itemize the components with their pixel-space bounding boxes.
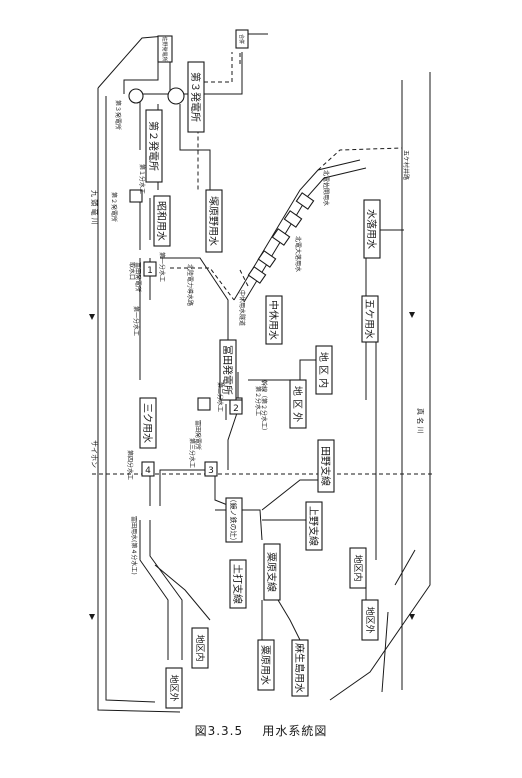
box-awara-yosui: 粟原用水 [257, 639, 275, 691]
box-area-inner-right: 地区内 [349, 547, 367, 589]
river-left-label: 九 頭 竜 川 [90, 190, 99, 225]
svg-text:第２分水工: 第２分水工 [254, 386, 262, 416]
gate-1: 1 [143, 261, 157, 277]
svg-text:第３発電所: 第３発電所 [189, 72, 202, 122]
svg-text:中休用水: 中休用水 [267, 300, 280, 340]
svg-text:北電佐開用水: 北電佐開用水 [322, 170, 330, 206]
svg-text:第一分水工: 第一分水工 [158, 252, 166, 282]
svg-text:第３発電所: 第３発電所 [114, 100, 122, 130]
box-area-outer-left: 地区外 [165, 667, 183, 709]
svg-text:水落用水: 水落用水 [365, 209, 377, 249]
box-awara-branch: 粟原支線 [263, 543, 281, 601]
svg-text:第四分水工: 第四分水工 [126, 450, 134, 480]
box-tomita-plant: 冨田発電所 [219, 339, 237, 401]
intake-gate-right [167, 87, 185, 105]
main-channels [123, 52, 404, 660]
figure-title: 用水系統図 [262, 724, 328, 738]
svg-text:五ケ用水: 五ケ用水 [363, 299, 375, 339]
svg-text:五ケ村井路: 五ケ村井路 [402, 150, 410, 180]
box-showa: 昭和用水 [153, 195, 171, 247]
intake-gate-left [128, 88, 144, 104]
box-tano: 田野支線 [317, 439, 335, 493]
river-banks [97, 33, 431, 713]
svg-text:北陸電力導水路: 北陸電力導水路 [186, 264, 194, 306]
svg-text:合併: 合併 [238, 34, 245, 44]
svg-text:幹線（第２分水工）: 幹線（第２分水工） [260, 380, 268, 434]
top-tag-right: 合併 [235, 29, 249, 49]
gate-tomita-marker [197, 397, 211, 411]
gate-4: 4 [141, 461, 155, 477]
river-right-label: 真 名 川 [416, 408, 425, 433]
box-area-outer-mid: 地 区 外 [289, 379, 307, 429]
siphon-label: サイホン [90, 440, 98, 468]
box-tsukahara: 塚原野用水 [205, 189, 223, 253]
svg-text:第２発電所: 第２発電所 [147, 121, 160, 171]
svg-text:地区外: 地区外 [364, 606, 376, 633]
svg-text:第三分水工: 第三分水工 [188, 438, 196, 468]
box-mizuochi: 水落用水 [363, 199, 381, 259]
svg-text:土打支線: 土打支線 [231, 564, 244, 604]
gate-3: 3 [204, 461, 218, 477]
svg-text:地区内: 地区内 [194, 634, 206, 661]
svg-text:冨田発電所: 冨田発電所 [221, 345, 234, 395]
box-plant-3: 第３発電所 [187, 61, 205, 133]
svg-text:地 区 外: 地 区 外 [291, 386, 304, 422]
annotations: 第３発電所 第２発電所 第１分水工 冨田発電所 取水口 第一分水工 第一分水工 … [110, 100, 410, 575]
svg-text:4: 4 [145, 466, 151, 476]
svg-text:1: 1 [147, 266, 153, 276]
svg-text:取水口: 取水口 [128, 262, 136, 280]
svg-text:昭和用水: 昭和用水 [155, 201, 167, 241]
svg-text:上野支線: 上野支線 [307, 506, 320, 546]
flow-arrows [89, 312, 415, 620]
svg-text:3: 3 [208, 466, 214, 476]
figure-caption: 図3.3.5 用水系統図 [0, 722, 522, 739]
svg-text:冨田発電所: 冨田発電所 [194, 420, 202, 450]
box-asou: 麻生島用水 [291, 639, 309, 697]
svg-text:冨田発電所: 冨田発電所 [134, 262, 142, 292]
svg-text:第二分水工: 第二分水工 [216, 382, 224, 412]
svg-text:（鏡ノ鉄の辻）: （鏡ノ鉄の辻） [229, 496, 238, 545]
svg-text:冨田用水(第４分水工): 冨田用水(第４分水工) [130, 516, 138, 575]
box-area-inner-mid: 地 区 内 [315, 345, 333, 395]
svg-text:北電大落用水: 北電大落用水 [294, 236, 302, 272]
figure-number: 図3.3.5 [194, 724, 244, 738]
tunnel-segments [247, 192, 315, 284]
box-nakayasu: 中休用水 [265, 295, 283, 345]
svg-text:地区内: 地区内 [352, 554, 364, 581]
svg-text:塚原野用水: 塚原野用水 [207, 196, 219, 246]
svg-text:田野支線: 田野支線 [319, 446, 332, 486]
svg-text:第２発電所: 第２発電所 [110, 192, 118, 222]
box-mikuni: 三ク用水 [139, 397, 157, 449]
box-area-inner-left: 地区内 [191, 627, 209, 669]
svg-text:中休用水隧道: 中休用水隧道 [238, 290, 246, 326]
box-area-outer-right: 地区外 [361, 599, 379, 641]
svg-text:粟原用水: 粟原用水 [259, 645, 271, 685]
svg-text:粟原支線: 粟原支線 [265, 552, 278, 592]
svg-text:佐野発電所: 佐野発電所 [161, 36, 168, 61]
svg-text:三ク用水: 三ク用水 [141, 403, 153, 443]
svg-text:第１分水工: 第１分水工 [138, 164, 146, 194]
box-kagami: （鏡ノ鉄の辻） [225, 496, 243, 545]
top-tag-left: 佐野発電所 [157, 35, 173, 63]
box-tsuchiuchi: 土打支線 [229, 559, 247, 609]
svg-text:2: 2 [233, 404, 239, 414]
svg-text:地 区 内: 地 区 内 [317, 352, 330, 388]
svg-text:地区外: 地区外 [168, 674, 180, 701]
svg-text:麻生島用水: 麻生島用水 [293, 643, 306, 693]
box-goka: 五ケ用水 [361, 295, 379, 343]
gate-2: 2 [229, 399, 243, 415]
box-plant-2: 第２発電所 [145, 109, 163, 183]
svg-text:第一分水工: 第一分水工 [132, 306, 140, 336]
gate-showa-marker [129, 189, 143, 203]
box-ueno: 上野支線 [305, 501, 323, 551]
